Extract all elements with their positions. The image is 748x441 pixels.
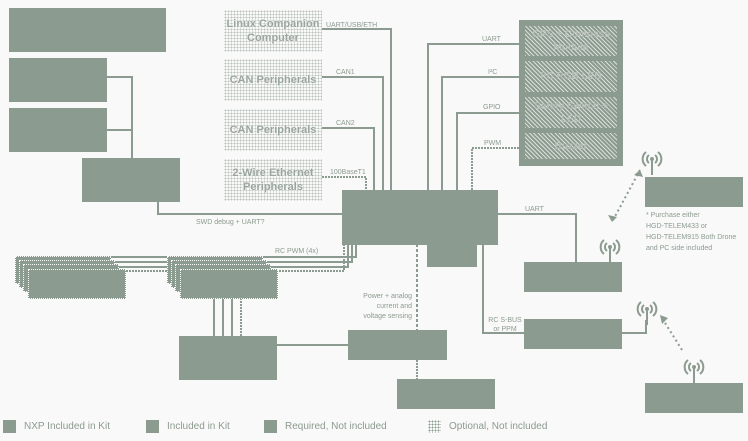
label-rc-sbus: RC S-BUS or PPM	[488, 317, 522, 333]
legend-item-optional: Optional, Not included	[428, 420, 547, 433]
antenna-icon	[641, 151, 663, 175]
block-power-module[interactable]	[348, 330, 447, 360]
legend-swatch	[3, 420, 16, 433]
label-power: Power + analog current and voltage sensi…	[363, 293, 412, 320]
block-rc-transmitter[interactable]	[645, 383, 743, 413]
block-rc-receiver[interactable]	[524, 319, 622, 349]
antenna-icon	[599, 239, 621, 263]
legend-item-included: Included in Kit	[146, 420, 230, 433]
wire-pwm	[471, 147, 519, 190]
label-gps-uart: UART	[482, 36, 501, 43]
block-rgb-led[interactable]: I²C RGB LED	[525, 61, 617, 92]
block-buzzer[interactable]: Buzzer	[525, 133, 617, 159]
antenna-icon	[636, 301, 658, 325]
wire-swd	[157, 200, 343, 215]
telemetry-note: * Purchase either HGD-TELEM433 or HGD-TE…	[646, 212, 737, 252]
label-rc-pwm: RC PWM (4x)	[275, 248, 319, 255]
block-left-3[interactable]	[9, 108, 107, 152]
wire-gpio	[456, 112, 519, 190]
block-flight-controller-tab	[427, 244, 477, 267]
wire-left-join	[107, 76, 133, 160]
label-eth: 100BaseT1	[330, 169, 366, 176]
wire-i2c	[441, 76, 519, 190]
wire-can1	[322, 76, 384, 190]
block-flight-controller[interactable]	[342, 190, 498, 245]
label-swd: SWD debug + UART?	[196, 219, 265, 226]
block-debug-adapter[interactable]	[82, 158, 180, 202]
label-pwm: PWM	[484, 140, 502, 147]
arrow-head	[660, 315, 668, 324]
legend-swatch	[428, 420, 441, 433]
block-linux-companion[interactable]: Linux Companion Computer	[224, 10, 322, 52]
block-can-peripherals-1[interactable]: CAN Peripherals	[224, 59, 322, 101]
label-can1: CAN1	[336, 69, 355, 76]
block-telemetry-drone[interactable]	[524, 262, 622, 292]
block-battery[interactable]	[397, 379, 495, 409]
wire-rc-sbus	[482, 244, 524, 334]
block-gps-compass[interactable]: GPS + Compass Module	[525, 26, 617, 56]
label-i2c: I²C	[488, 69, 498, 76]
block-esc-stack-b-4[interactable]	[180, 269, 278, 299]
wire-can2	[322, 127, 375, 190]
block-motor-stack-a-4[interactable]	[28, 269, 126, 299]
wire-gps-uart	[427, 43, 519, 190]
legend-swatch	[146, 420, 159, 433]
label-can2: CAN2	[336, 120, 355, 127]
block-top-left[interactable]	[9, 8, 166, 52]
label-gpio: GPIO	[483, 104, 501, 111]
block-left-2[interactable]	[9, 58, 107, 102]
legend-item-nxp: NXP Included in Kit	[3, 420, 110, 433]
block-can-peripherals-2[interactable]: CAN Peripherals	[224, 109, 322, 151]
wire-linux	[322, 28, 392, 190]
label-linux-conn: UART/USB/ETH	[326, 22, 378, 29]
wire-telem-uart	[497, 213, 577, 262]
block-telemetry-pc[interactable]	[645, 177, 743, 207]
antenna-icon	[683, 359, 705, 383]
arrow-head	[634, 170, 643, 177]
arrow-head	[608, 215, 617, 222]
block-power-distribution[interactable]	[179, 336, 277, 380]
label-telem-uart: UART	[525, 206, 544, 213]
block-safety-switch[interactable]: Safety Switch + LED	[525, 97, 617, 128]
wire-eth	[322, 176, 367, 190]
block-ethernet-peripherals[interactable]: 2-Wire Ethernet Peripherals	[224, 159, 322, 201]
legend-swatch	[264, 420, 277, 433]
legend-item-required: Required, Not included	[264, 420, 387, 433]
